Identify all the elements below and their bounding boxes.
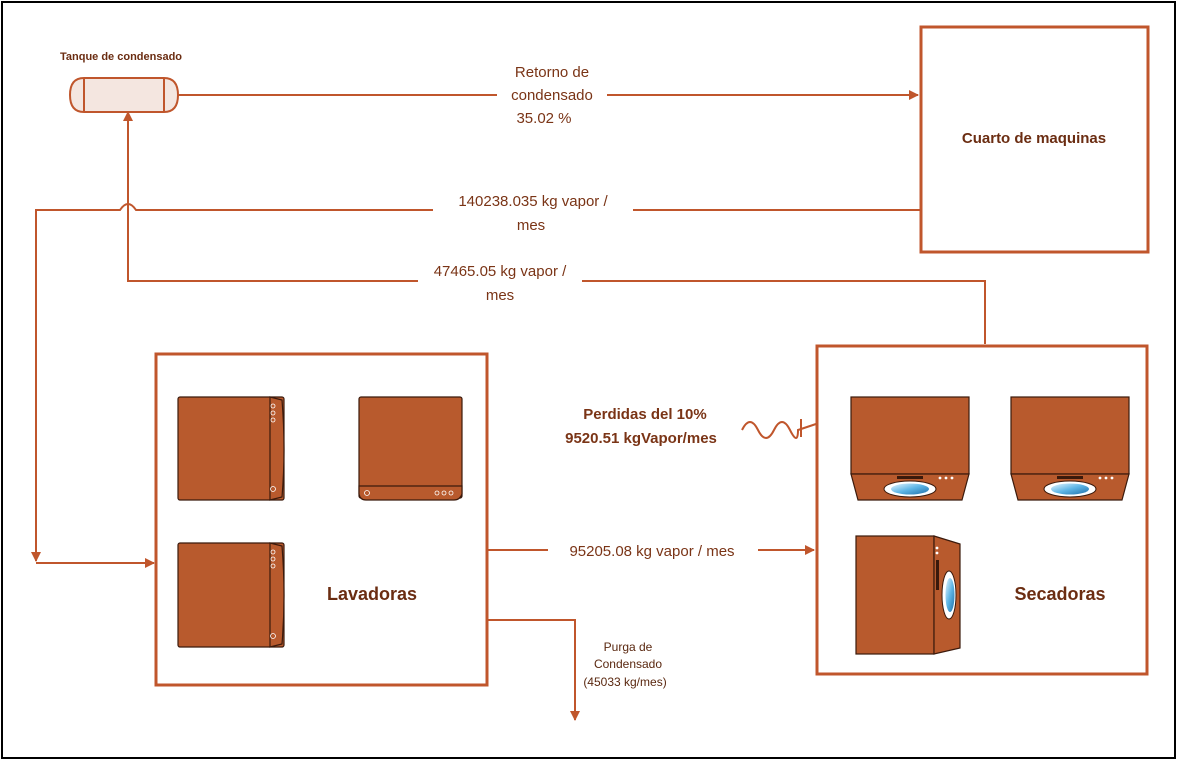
flow-perdidas (742, 422, 816, 438)
dryer-3 (856, 536, 960, 654)
vapor-total-label-1: 140238.035 kg vapor / (458, 193, 608, 210)
cuarto-label: Cuarto de maquinas (962, 130, 1106, 147)
perdidas-label-2: 9520.51 kgVapor/mes (565, 430, 717, 447)
purga-label-2: Condensado (594, 657, 662, 671)
vapor-total-label-2: mes (517, 217, 545, 234)
retorno-label-1: Retorno de (515, 64, 589, 81)
washer-2 (359, 397, 462, 500)
washer-1 (178, 397, 284, 500)
tank-shape (70, 78, 178, 112)
tanque-condensado (70, 78, 178, 112)
dryer-2 (1011, 397, 1129, 500)
tanque-label: Tanque de condensado (60, 51, 182, 63)
secadoras-label: Secadoras (1014, 584, 1105, 604)
vapor-secadoras-label-2: mes (486, 287, 514, 304)
vapor-secadoras-label-1: 47465.05 kg vapor / (434, 263, 567, 280)
dryer-1 (851, 397, 969, 500)
lavadoras-label: Lavadoras (327, 584, 417, 604)
purga-label-1: Purga de (604, 640, 653, 654)
retorno-label-2: condensado (511, 87, 593, 104)
purga-label-3: (45033 kg/mes) (583, 675, 666, 689)
retorno-label-3: 35.02 % (516, 110, 571, 127)
washer-3 (178, 543, 284, 647)
lav-sec-label: 95205.08 kg vapor / mes (569, 543, 734, 560)
flow-purga (488, 620, 575, 720)
perdidas-label-1: Perdidas del 10% (583, 406, 706, 423)
